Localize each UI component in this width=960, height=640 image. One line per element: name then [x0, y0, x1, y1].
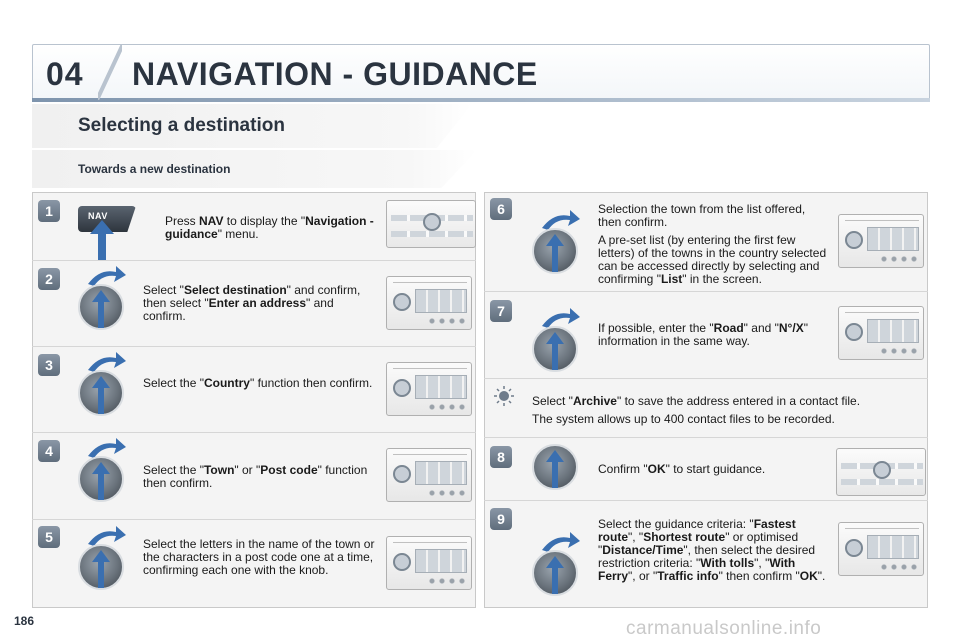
step-divider — [32, 432, 476, 433]
step-divider — [484, 378, 928, 379]
radio-unit-illustration — [838, 214, 924, 268]
step-number-badge: 4 — [38, 440, 60, 462]
step-6-text: Selection the town from the list offered… — [598, 202, 827, 286]
tip-lightbulb-icon — [494, 386, 514, 406]
step-5-text: Select the letters in the name of the to… — [143, 537, 375, 577]
knob-icon — [76, 266, 128, 330]
radio-unit-illustration — [386, 200, 476, 248]
section-title: Selecting a destination — [78, 115, 285, 136]
step-divider — [484, 500, 928, 501]
nav-button-label: NAV — [88, 211, 108, 221]
knob-icon — [530, 532, 582, 596]
tip-text: Select "Archive" to save the address ent… — [532, 394, 861, 426]
radio-unit-illustration — [836, 448, 926, 496]
subsection-band — [32, 150, 477, 188]
knob-icon — [76, 438, 128, 502]
radio-unit-illustration — [386, 536, 472, 590]
watermark: carmanualsonline.info — [626, 618, 822, 639]
header-accent-bar — [32, 98, 930, 102]
chapter-header — [32, 44, 930, 100]
chapter-title: NAVIGATION - GUIDANCE — [132, 56, 538, 92]
header-divider — [98, 44, 122, 100]
radio-unit-illustration — [386, 448, 472, 502]
step-2-text: Select "Select destination" and confirm,… — [143, 283, 361, 323]
step-8-text: Confirm "OK" to start guidance. — [598, 462, 766, 476]
step-number-badge: 9 — [490, 508, 512, 530]
page-number: 186 — [14, 614, 35, 628]
press-arrow-icon — [90, 220, 114, 260]
knob-icon — [76, 526, 128, 590]
step-4-text: Select the "Town" or "Post code" functio… — [143, 463, 368, 490]
step-divider — [32, 519, 476, 520]
step-1-text: Press NAV to display the "Navigation - g… — [165, 214, 374, 241]
step-number-badge: 1 — [38, 200, 60, 222]
knob-icon — [530, 210, 582, 274]
step-divider — [484, 437, 928, 438]
step-3-text: Select the "Country" function then confi… — [143, 376, 373, 390]
step-number-badge: 6 — [490, 198, 512, 220]
radio-unit-illustration — [386, 362, 472, 416]
knob-icon — [76, 352, 128, 416]
step-number-badge: 2 — [38, 268, 60, 290]
step-divider — [32, 260, 476, 261]
radio-unit-illustration — [838, 522, 924, 576]
chapter-number: 04 — [46, 56, 84, 92]
subsection-title: Towards a new destination — [78, 162, 231, 176]
knob-icon — [530, 308, 582, 372]
step-9-text: Select the guidance criteria: "Fastest r… — [598, 517, 826, 583]
step-number-badge: 8 — [490, 446, 512, 468]
step-divider — [32, 346, 476, 347]
section-band — [32, 104, 472, 148]
step-divider — [484, 291, 928, 292]
step-number-badge: 7 — [490, 300, 512, 322]
step-number-badge: 3 — [38, 354, 60, 376]
knob-icon — [530, 444, 582, 506]
step-number-badge: 5 — [38, 526, 60, 548]
radio-unit-illustration — [838, 306, 924, 360]
radio-unit-illustration — [386, 276, 472, 330]
step-7-text: If possible, enter the "Road" and "N°/X"… — [598, 321, 808, 348]
